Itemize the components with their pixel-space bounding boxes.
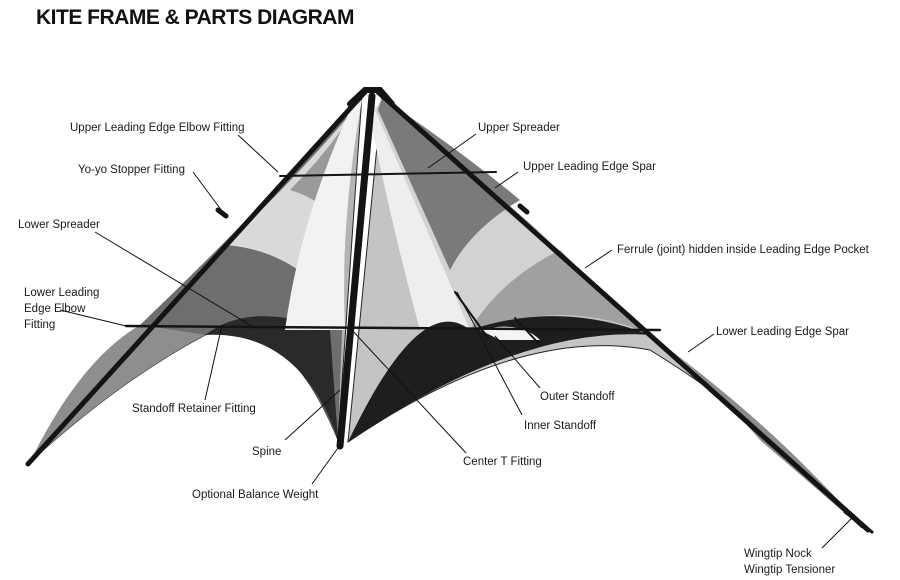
- label-lower-spreader: Lower Spreader: [18, 219, 100, 231]
- leader-lower-spreader: [94, 231, 256, 329]
- leader-upper-le-spar: [494, 171, 519, 189]
- leader-yoyo: [192, 171, 223, 212]
- leader-lower-elbow: [59, 309, 127, 327]
- leader-lines: [59, 133, 853, 549]
- leader-standoff-retainer: [204, 324, 223, 401]
- leader-balance-weight: [311, 447, 339, 485]
- leader-spine: [284, 389, 341, 441]
- label-optional-balance-weight: Optional Balance Weight: [192, 489, 319, 501]
- label-center-t-fitting: Center T Fitting: [463, 456, 542, 468]
- left-wing-lower-dark: [205, 316, 338, 440]
- leader-inner-standoff: [456, 291, 523, 416]
- center-panel-light: [285, 100, 362, 330]
- center-panel-right-light: [368, 105, 480, 330]
- nose-cap: [347, 87, 395, 107]
- leader-wingtip: [821, 517, 853, 549]
- kite-frame: [25, 87, 874, 534]
- wingtip-tensioner-rod: [843, 510, 874, 534]
- label-standoff-retainer-fitting: Standoff Retainer Fitting: [132, 403, 256, 415]
- label-upper-spreader: Upper Spreader: [478, 122, 560, 134]
- label-inner-standoff: Inner Standoff: [524, 420, 597, 432]
- right-wing-band-dark: [378, 98, 520, 270]
- label-lower-le-elbow-fitting-3: Fitting: [24, 319, 55, 331]
- label-lower-le-elbow-fitting-2: Edge Elbow: [24, 303, 86, 315]
- label-spine: Spine: [252, 446, 281, 458]
- diagram-title: KITE FRAME & PARTS DIAGRAM: [36, 6, 354, 29]
- label-upper-le-elbow-fitting: Upper Leading Edge Elbow Fitting: [70, 122, 245, 134]
- outer-standoff-rod: [514, 317, 541, 346]
- label-lower-le-elbow-fitting-1: Lower Leading: [24, 287, 99, 299]
- label-upper-le-spar: Upper Leading Edge Spar: [523, 161, 656, 173]
- lower-spreader-rod: [124, 324, 662, 332]
- yoyo-stopper-left: [215, 207, 229, 219]
- label-ferrule: Ferrule (joint) hidden inside Leading Ed…: [617, 244, 870, 256]
- label-lower-le-spar: Lower Leading Edge Spar: [716, 326, 849, 338]
- spine-rod: [336, 92, 376, 450]
- leader-outer-standoff: [494, 335, 541, 389]
- label-wingtip-tensioner: Wingtip Tensioner: [744, 564, 835, 576]
- leader-lower-le-spar: [687, 333, 715, 353]
- left-leading-edge-spar: [25, 89, 368, 467]
- right-wing-lower-dark: [348, 316, 650, 442]
- label-yoyo-stopper-fitting: Yo-yo Stopper Fitting: [78, 164, 185, 176]
- leader-center-t: [349, 327, 467, 454]
- leader-upper-elbow: [237, 134, 279, 173]
- left-wing-tip-light: [30, 325, 205, 462]
- label-wingtip-nock: Wingtip Nock: [744, 548, 812, 560]
- upper-spreader-rod: [279, 171, 497, 177]
- label-outer-standoff: Outer Standoff: [540, 391, 615, 403]
- right-leading-edge-spar: [375, 89, 871, 533]
- part-labels: Upper Leading Edge Elbow Fitting Yo-yo S…: [18, 122, 870, 576]
- kite-sail: [29, 93, 863, 529]
- leader-ferrule: [584, 249, 613, 269]
- yoyo-stopper-right: [517, 203, 530, 215]
- right-wing-band-mid: [382, 98, 640, 330]
- leader-upper-spreader: [427, 133, 477, 169]
